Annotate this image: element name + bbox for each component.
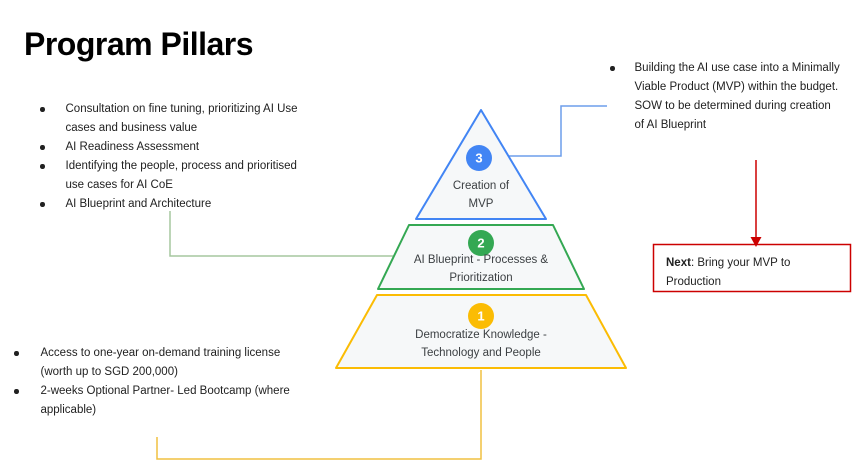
level1-number-badge	[468, 303, 494, 329]
bullet-icon	[610, 66, 615, 71]
next-box-text: Next: Bring your MVP to Production	[666, 254, 842, 292]
bullet-icon	[14, 389, 19, 394]
list-item-text: Consultation on fine tuning, prioritizin…	[65, 103, 298, 134]
list-item-text: Access to one-year on-demand training li…	[40, 347, 281, 378]
level3-label-line1: Creation of	[452, 180, 510, 192]
level1-label-line1: Democratize Knowledge -	[415, 329, 547, 341]
bullet-icon	[40, 145, 45, 150]
list-item-text: AI Readiness Assessment	[65, 141, 200, 153]
level1-label-line2: Technology and People	[421, 347, 541, 359]
right-bullet-list: Building the AI use case into a Minimall…	[610, 59, 843, 135]
level3-number-badge	[466, 145, 492, 171]
level3-label-line2: MVP	[468, 198, 494, 210]
connector-left-bullets-to-level2	[169, 211, 393, 257]
level3-number: 3	[475, 151, 482, 166]
arrowhead-icon	[750, 237, 762, 247]
list-item: Access to one-year on-demand training li…	[14, 344, 306, 382]
level1-label: Democratize Knowledge - Technology and P…	[361, 326, 601, 362]
level2-number: 2	[477, 236, 484, 251]
page-title: Program Pillars	[24, 26, 254, 62]
level3-label: Creation of MVP	[401, 177, 561, 213]
level2-label: AI Blueprint - Processes & Prioritizatio…	[361, 251, 601, 287]
list-item: Consultation on fine tuning, prioritizin…	[40, 100, 302, 138]
connector-bottom-bullets-to-level1	[156, 370, 482, 460]
list-item-text: AI Blueprint and Architecture	[65, 198, 212, 210]
next-box-bold-label: Next	[666, 257, 691, 269]
list-item: 2-weeks Optional Partner- Led Bootcamp (…	[14, 382, 306, 420]
level2-label-line1: AI Blueprint - Processes &	[413, 254, 549, 266]
bullet-icon	[40, 202, 45, 207]
list-item-text: 2-weeks Optional Partner- Led Bootcamp (…	[40, 385, 290, 416]
left-bullet-list: Consultation on fine tuning, prioritizin…	[40, 100, 302, 214]
bullet-icon	[40, 164, 45, 169]
bottom-bullet-list: Access to one-year on-demand training li…	[14, 344, 306, 420]
bullet-icon	[14, 351, 19, 356]
next-box-rest-label: : Bring your MVP to Production	[666, 257, 791, 288]
pyramid-level2-shape	[377, 224, 585, 290]
list-item: AI Readiness Assessment	[40, 138, 302, 157]
next-box-border	[652, 243, 852, 293]
list-item-text: Identifying the people, process and prio…	[65, 160, 297, 191]
list-item-text: Building the AI use case into a Minimall…	[634, 62, 840, 131]
connector-level3-to-right-bullets	[509, 105, 607, 157]
list-item: Identifying the people, process and prio…	[40, 157, 302, 195]
bullet-icon	[40, 107, 45, 112]
pyramid-level1-shape	[335, 294, 627, 369]
level2-label-line2: Prioritization	[449, 272, 513, 284]
list-item: AI Blueprint and Architecture	[40, 195, 302, 214]
list-item: Building the AI use case into a Minimall…	[610, 59, 843, 135]
level2-number-badge	[468, 230, 494, 256]
level1-number: 1	[477, 309, 484, 324]
